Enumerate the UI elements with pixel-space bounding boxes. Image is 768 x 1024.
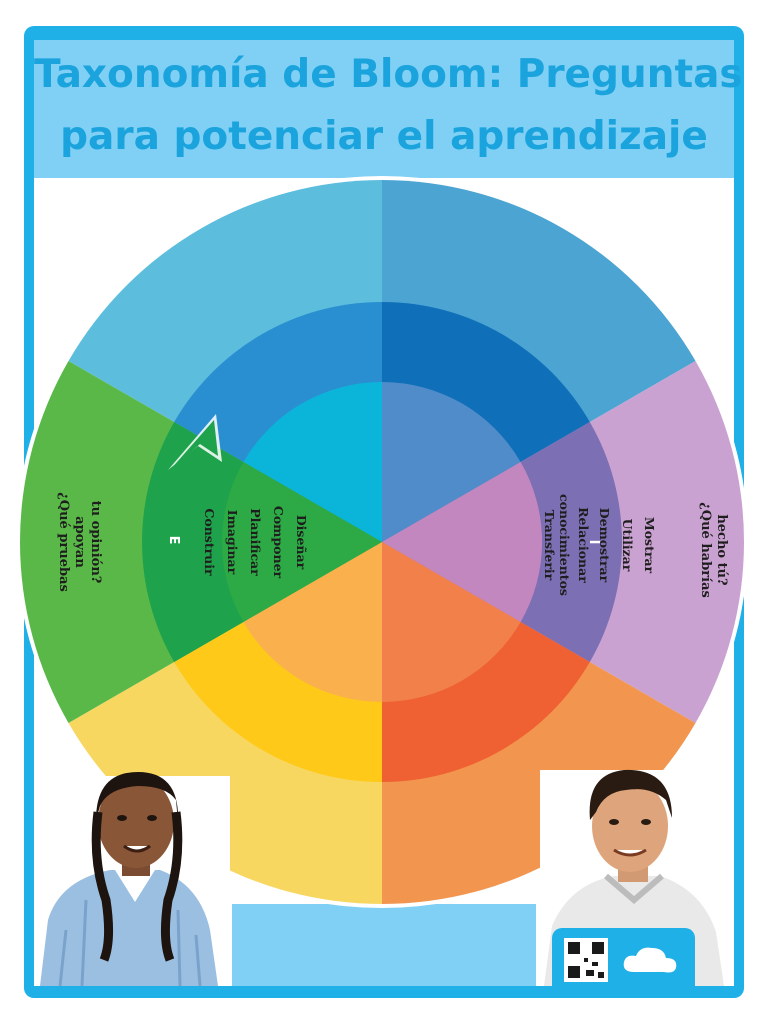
left-letter: E bbox=[166, 536, 181, 545]
right-question-line-2: hecho tú? bbox=[714, 514, 729, 586]
left-verb-2: Imaginar bbox=[225, 510, 240, 575]
title-line-2: para potenciar el aprendizaje bbox=[60, 114, 708, 159]
right-verbs: Transferir conocimientos Relacionar Demo… bbox=[542, 494, 657, 596]
right-question: ¿Qué habrías hecho tú? bbox=[698, 502, 729, 598]
svg-text:E: E bbox=[166, 536, 181, 545]
cycle-arrow-inner bbox=[170, 420, 218, 470]
left-verb-3: Planificar bbox=[248, 508, 263, 576]
left-verb-1: Construir bbox=[202, 508, 217, 576]
page-title: Taxonomía de Bloom: Preguntas para poten… bbox=[34, 44, 743, 168]
cloud-logo-icon bbox=[623, 947, 677, 973]
right-verb-1: Transferir bbox=[542, 510, 557, 581]
inner-left bbox=[221, 462, 382, 622]
right-verb-4: Demostrar bbox=[597, 508, 612, 583]
right-verb-3: Relacionar bbox=[576, 507, 591, 583]
qr-code-icon bbox=[564, 938, 677, 982]
title-banner bbox=[34, 40, 734, 178]
right-letter: I bbox=[586, 540, 601, 545]
qr-badge bbox=[552, 928, 695, 986]
inner-top-left bbox=[243, 382, 382, 542]
left-verb-5: Diseñar bbox=[294, 515, 309, 570]
right-verb-6: Mostrar bbox=[642, 517, 657, 574]
right-verb-5: Utilizar bbox=[620, 519, 635, 572]
left-verbs: Construir Imaginar Planificar Componer D… bbox=[202, 506, 309, 579]
left-question-line-2: apoyan bbox=[72, 516, 87, 568]
inner-top-right bbox=[382, 382, 521, 542]
left-question-line-1: ¿Qué pruebas bbox=[56, 492, 71, 592]
left-verb-4: Componer bbox=[271, 506, 286, 579]
bottom-banner bbox=[232, 904, 536, 986]
right-question-line-1: ¿Qué habrías bbox=[698, 502, 713, 598]
left-question-line-3: tu opinión? bbox=[88, 501, 103, 584]
left-question: ¿Qué pruebas apoyan tu opinión? bbox=[56, 492, 103, 592]
title-line-1: Taxonomía de Bloom: Preguntas bbox=[34, 52, 743, 97]
inner-bottom-right bbox=[382, 542, 521, 702]
inner-bottom-left bbox=[243, 542, 382, 702]
right-verb-2: conocimientos bbox=[557, 494, 572, 596]
inner-right bbox=[382, 462, 543, 622]
girl-illustration bbox=[40, 772, 218, 987]
svg-text:I: I bbox=[586, 540, 601, 545]
